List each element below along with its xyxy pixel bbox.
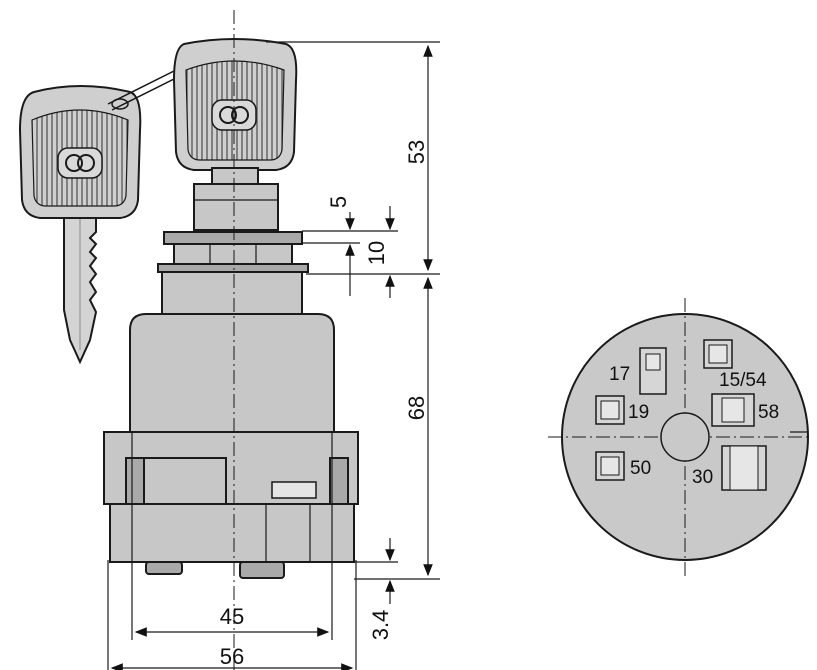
- dim-53-label: 53: [404, 140, 429, 164]
- terminal-19-label: 19: [628, 402, 649, 423]
- terminal-face-icon: [548, 298, 812, 576]
- terminal-50-label: 50: [630, 458, 651, 479]
- terminal-30-label: 30: [692, 467, 713, 488]
- dim-5-label: 5: [326, 196, 351, 208]
- terminal-17-label: 17: [609, 364, 630, 385]
- dim-45-label: 45: [220, 604, 244, 629]
- ignition-switch-icon: [103, 167, 359, 579]
- dimension-lines: [107, 41, 440, 670]
- dim-10-label: 10: [364, 241, 389, 265]
- dim-3-4-label: 3.4: [368, 610, 393, 641]
- inserted-key-icon: [172, 38, 298, 171]
- dim-68-label: 68: [404, 396, 429, 420]
- terminal-15-54-label: 15/54: [719, 370, 767, 391]
- terminal-58-label: 58: [758, 402, 779, 423]
- spare-key-icon: [18, 85, 142, 365]
- dim-56-label: 56: [220, 644, 244, 669]
